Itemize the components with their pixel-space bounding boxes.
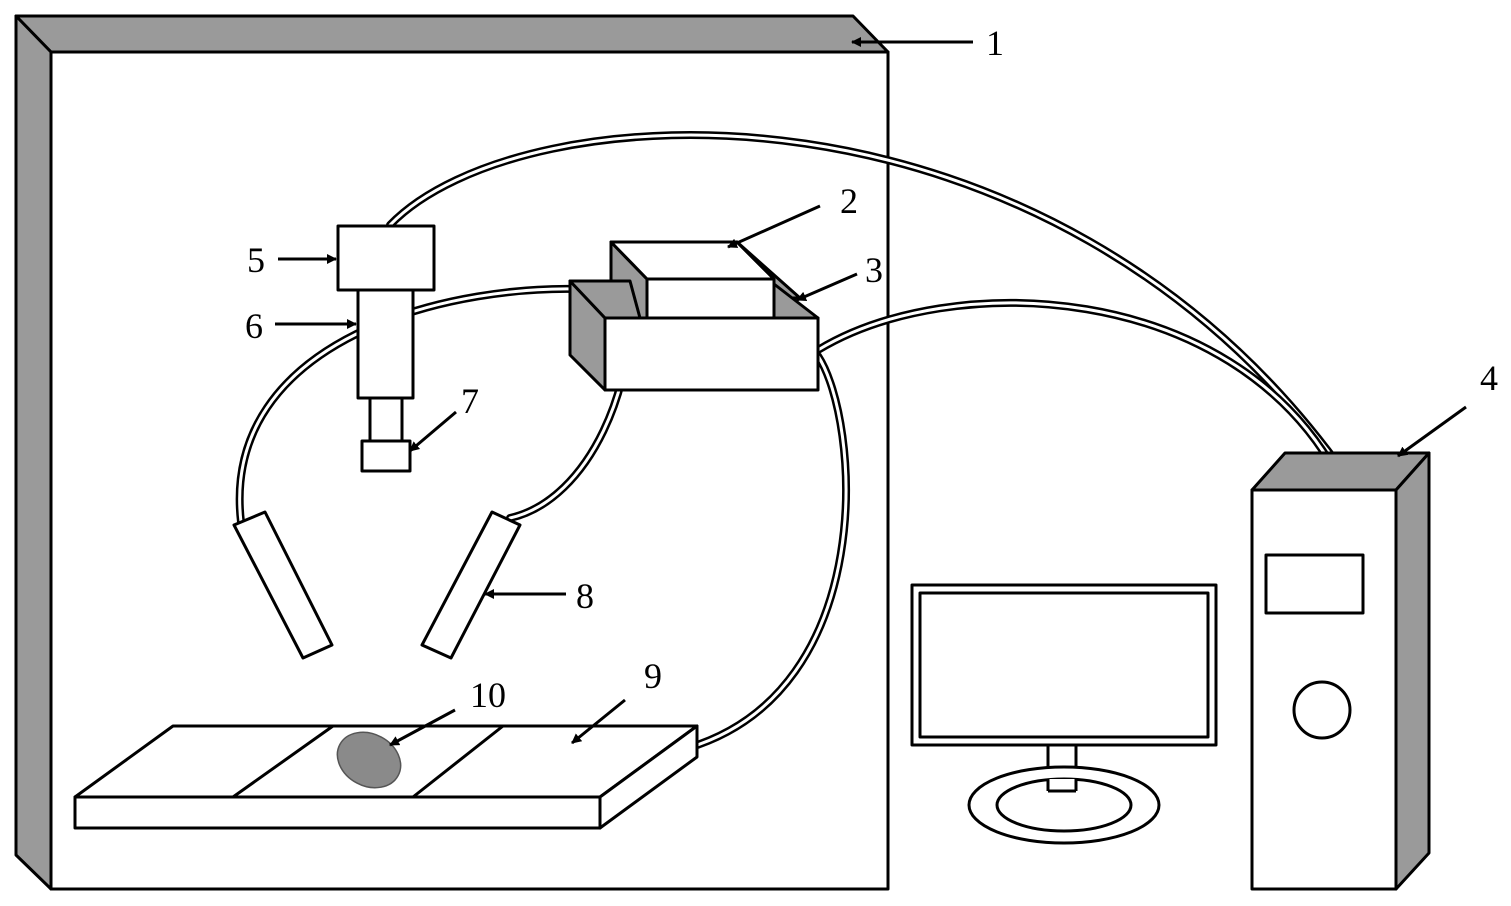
tower-side-face xyxy=(1394,451,1431,891)
lens xyxy=(360,439,412,473)
camera-body xyxy=(336,224,436,292)
label-9: 9 xyxy=(644,656,662,696)
stage xyxy=(73,724,699,830)
camera-assembly xyxy=(336,224,436,473)
label-7: 7 xyxy=(461,381,479,421)
monitor-screen xyxy=(918,591,1210,739)
stage-front-face xyxy=(73,795,602,830)
monitor-neck-cover xyxy=(1049,779,1075,788)
arrow-10 xyxy=(389,708,456,747)
light-guides xyxy=(232,510,522,660)
label-3: 3 xyxy=(865,250,883,290)
stage-divider-left xyxy=(232,724,334,799)
arrow-7 xyxy=(409,410,457,453)
light-source-to-computer-cable xyxy=(814,298,1341,478)
tower-power-button xyxy=(1292,680,1352,740)
cables xyxy=(235,131,1349,752)
arrow-4 xyxy=(1397,405,1467,458)
light-source xyxy=(568,240,820,392)
label-2: 2 xyxy=(840,181,858,221)
left-light-guide xyxy=(232,510,334,660)
arrow-2 xyxy=(727,204,821,249)
sample-object xyxy=(336,731,402,789)
number-labels: 1 2 3 4 5 6 7 8 9 10 xyxy=(245,23,1498,715)
tower-drive-bay xyxy=(1264,553,1365,615)
label-4: 4 xyxy=(1480,358,1498,398)
computer-tower xyxy=(1250,451,1431,891)
enclosure-side-face xyxy=(14,14,53,891)
lens-neck xyxy=(368,396,404,443)
enclosure-top-face xyxy=(14,14,890,54)
arrow-3 xyxy=(796,272,858,302)
label-1: 1 xyxy=(986,23,1004,63)
label-arrows xyxy=(275,37,1467,747)
label-8: 8 xyxy=(576,576,594,616)
monitor xyxy=(910,583,1218,845)
right-light-guide xyxy=(420,510,522,660)
label-6: 6 xyxy=(245,306,263,346)
lower-box-front-face xyxy=(603,316,820,392)
upper-box-front-face xyxy=(645,277,776,320)
arrow-9 xyxy=(571,698,626,745)
stage-side-face xyxy=(598,724,699,830)
label-5: 5 xyxy=(247,240,265,280)
lens-tube xyxy=(356,288,415,400)
label-10: 10 xyxy=(470,675,506,715)
stage-divider-right xyxy=(412,724,504,799)
